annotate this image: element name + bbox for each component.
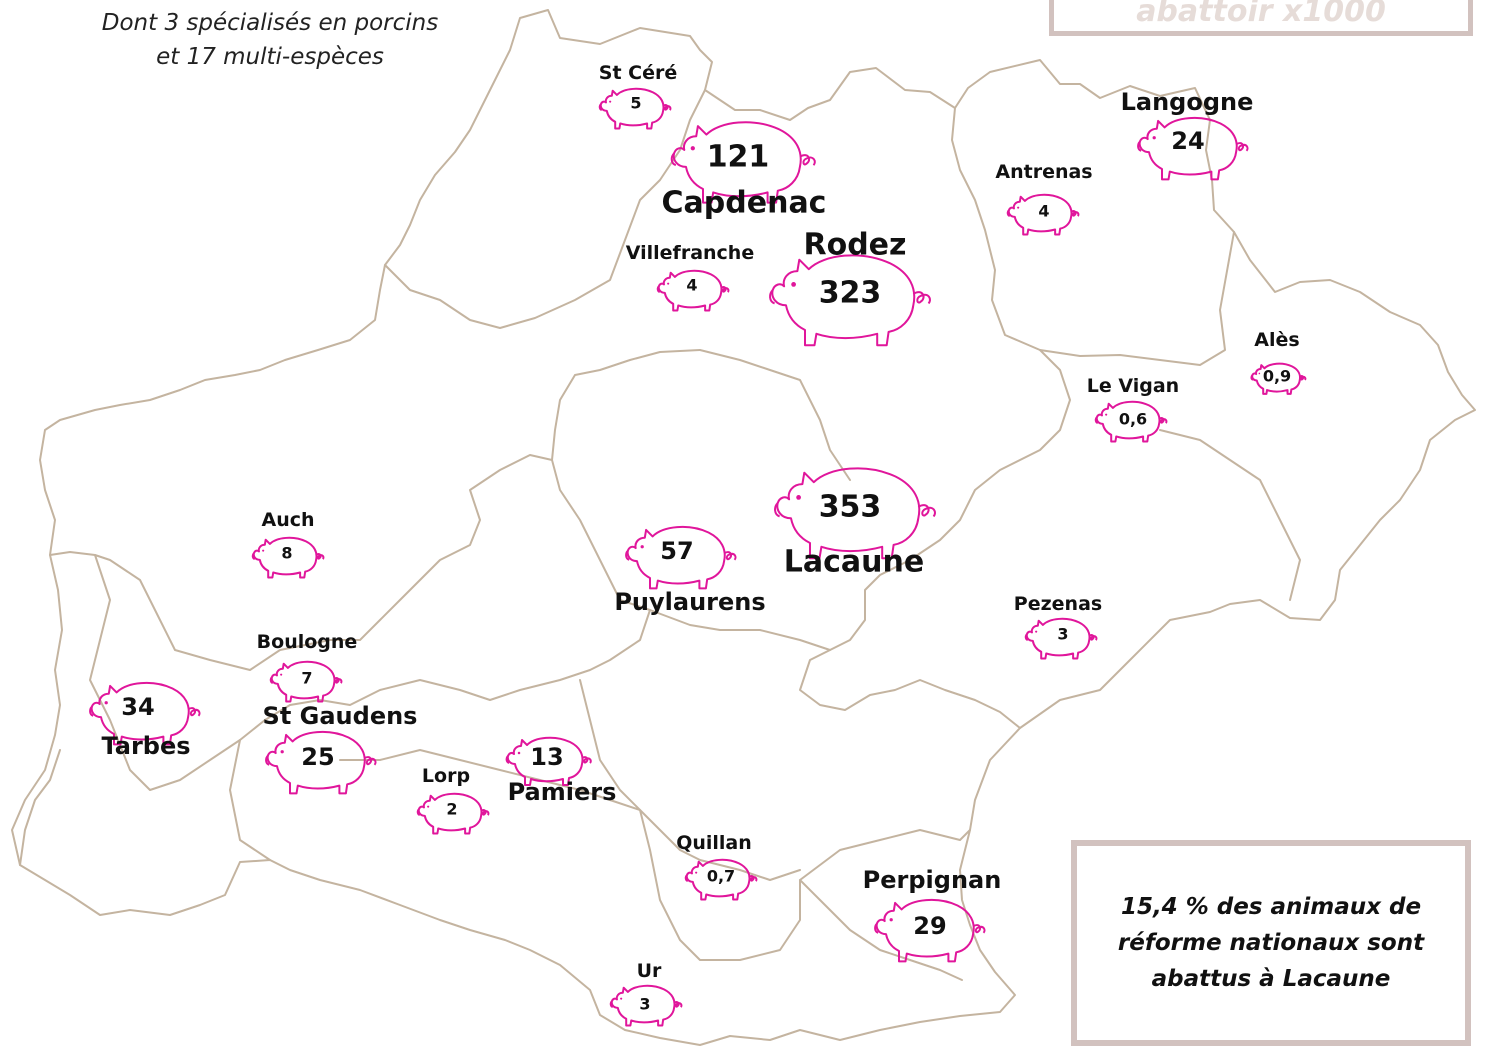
border-hautes-pyrenees-west [19,749,61,866]
border-haute-garonne [89,554,651,791]
city-label: Boulogne [256,631,358,653]
city-label: Alès [1254,329,1300,351]
border-herault-gard-east [1159,429,1301,601]
pig-icon [684,858,758,901]
border-aveyron-lozere [951,107,1235,366]
pig-icon [774,467,936,560]
pig-value: 4 [1038,201,1050,221]
city-label: Capdenac [661,185,827,221]
pig-value: 0,7 [706,866,736,886]
border-tarn [551,349,831,651]
city-label: Ur [636,960,662,982]
pig-icon [656,269,730,312]
border-lot-aveyron [384,89,706,329]
lacaune-note-box: 15,4 % des animaux de réforme nationaux … [1071,840,1471,1046]
pig-value: 323 [818,275,882,311]
pig-icon [670,121,816,204]
pig-value: 29 [913,912,947,940]
pig-icon [769,254,931,347]
legend-text: abattoir x1000 [1136,0,1386,29]
pig-icon [265,730,377,795]
border-ariege [339,749,801,881]
pig-icon [609,984,683,1027]
city-label: Lacaune [783,544,925,580]
subtitle-line-2: et 17 multi-espèces [156,44,384,70]
pig-value: 34 [121,693,155,721]
pig-value: 8 [281,543,293,563]
pig-icon [1250,362,1307,395]
pig-value: 0,9 [1262,366,1292,386]
pig-value: 57 [660,537,694,565]
city-label: Perpignan [862,866,1002,894]
pig-icon [874,898,986,963]
city-label: Pezenas [1013,593,1103,615]
city-label: Auch [261,509,315,531]
city-label: Tarbes [101,732,191,760]
city-label: Langogne [1120,88,1254,116]
legend-box: abattoir x1000 [1049,0,1473,36]
pig-icon [251,536,325,579]
pig-value: 121 [706,139,770,175]
border-gard-herault [799,349,1071,729]
border-aude [579,679,971,961]
pig-value: 13 [530,743,564,771]
pig-value: 0,6 [1118,409,1148,429]
pig-value: 5 [630,93,642,113]
city-label: Puylaurens [614,588,766,616]
pig-icon [1006,193,1080,236]
city-label: Le Vigan [1086,375,1180,397]
map-subtitle: Dont 3 spécialisés en porcins et 17 mult… [40,6,500,74]
pig-icon [505,736,592,786]
city-label: Villefranche [625,242,755,264]
pig-value: 25 [301,743,335,771]
pig-value: 353 [818,489,882,525]
border-tarn-aveyron [699,349,851,481]
city-label: Rodez [803,227,907,263]
pig-icon [89,681,201,746]
pig-value: 3 [639,994,651,1014]
city-label: Antrenas [995,161,1093,183]
border-hautes-pyrenees [229,739,271,861]
pig-icon [416,792,490,835]
border-gers [49,454,553,671]
pig-icon [625,525,737,590]
pig-value: 2 [446,799,458,819]
lacaune-note-text: 15,4 % des animaux de réforme nationaux … [1117,894,1425,992]
pig-value: 24 [1171,127,1205,155]
pig-icon [1094,400,1168,443]
border-pyrenees-orientales [799,879,963,981]
pig-icon [269,660,343,703]
city-label: Lorp [421,765,471,787]
region-outline [11,9,1476,1046]
pig-value: 4 [686,275,698,295]
subtitle-line-1: Dont 3 spécialisés en porcins [101,10,439,36]
pig-icon [598,87,672,130]
city-label: St Céré [598,62,678,84]
city-label: Pamiers [507,778,617,806]
pig-value: 7 [301,668,313,688]
pig-value: 3 [1057,624,1069,644]
pig-icon [1137,116,1249,181]
city-label: Quillan [676,832,752,854]
city-label: St Gaudens [262,702,418,730]
pig-icon [1024,617,1098,660]
